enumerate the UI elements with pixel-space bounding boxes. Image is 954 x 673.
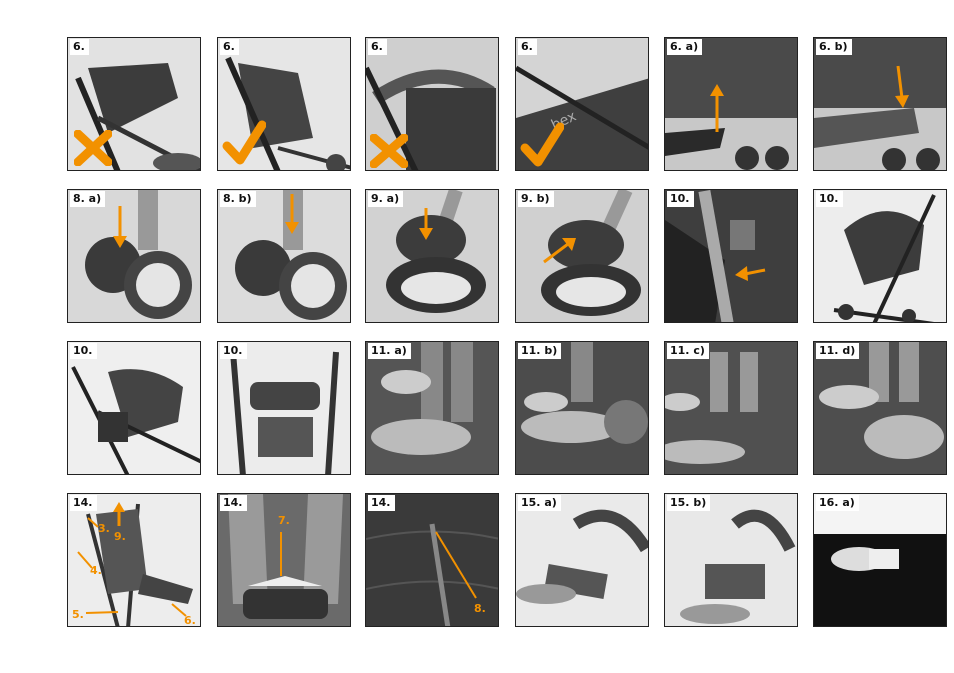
callout-leader-lines [77,502,187,617]
step-label: 8. a) [70,191,106,207]
step-panel-6b-push-brake: 6. b) [813,37,947,171]
foot-brake-photo [665,38,797,170]
step-panel-8a-wheel-lock: 8. a) [67,189,201,323]
check-icon [520,122,564,167]
step-panel-10-hinge: 10. [664,189,798,323]
stroller-bumper-photo [366,38,498,170]
step-panel-6-wrong-canopy: 6. [67,37,201,171]
step-label: 6. [70,39,89,55]
step-panel-11b-harness: 11. b) [515,341,649,475]
step-panel-6a-release-brake: 6. a) [664,37,798,171]
callout-4: 4. [90,564,102,577]
front-wheel-photo [366,190,498,322]
step-panel-10-stroller-front: 10. [217,341,351,475]
harness-hands-photo [366,342,498,474]
step-label: 11. a) [368,343,411,359]
step-label: 9. b) [518,191,554,207]
step-label: 6. [220,39,239,55]
basket-photo [814,494,946,626]
step-panel-9b-remove-wheel: 9. b) [515,189,649,323]
bumper-bar-photo [516,494,648,626]
step-label: 11. d) [816,343,860,359]
step-label: 16. a) [816,495,859,511]
step-panel-14-parts: 14. 3. 9. 4. 5. 6. [67,493,201,627]
harness-hands-photo [665,342,797,474]
step-panel-16a-basket: 16. a) [813,493,947,627]
swivel-wheel-photo [68,190,200,322]
harness-pad-photo [218,494,350,626]
step-label: 11. b) [518,343,562,359]
front-wheel-photo [516,190,648,322]
step-panel-11c-harness: 11. c) [664,341,798,475]
step-panel-15b-bumper: 15. b) [664,493,798,627]
step-panel-10-stroller-rear: 10. [67,341,201,475]
harness-hands-photo [814,342,946,474]
seat-fabric-photo [366,494,498,626]
step-panel-11a-harness: 11. a) [365,341,499,475]
swivel-wheel-photo [218,190,350,322]
arrow-up-right-icon [543,238,576,264]
step-panel-10-stroller: 10. [813,189,947,323]
check-icon [222,120,266,165]
cross-icon [370,134,408,168]
step-label: 10. [667,191,694,207]
step-panel-9a-remove-wheel: 9. a) [365,189,499,323]
step-label: 15. b) [667,495,711,511]
step-panel-8b-wheel-lock: 8. b) [217,189,351,323]
callout-leader-lines [435,531,477,599]
step-panel-14-harness-pad: 14. 7. [217,493,351,627]
step-label: 15. a) [518,495,561,511]
arrow-down-icon [113,206,127,248]
step-label: 6. [518,39,537,55]
step-panel-15a-bumper: 15. a) [515,493,649,627]
arrow-down-icon [895,65,909,108]
callout-6: 6. [184,614,196,627]
arrow-down-icon [285,194,299,234]
arrow-left-icon [735,266,766,281]
arrow-down-icon [419,208,433,240]
callout-8: 8. [474,602,486,615]
callout-9: 9. [114,530,126,543]
step-panel-14-seat-fabric: 14. 8. [365,493,499,627]
frame-hinge-photo [665,190,797,322]
step-label: 6. [368,39,387,55]
step-label: 11. c) [667,343,709,359]
stroller-folded-photo: bex [516,38,648,170]
callout-leader-lines [280,532,282,576]
step-label: 14. [70,495,97,511]
step-label: 9. a) [368,191,404,207]
bumper-bar-photo [665,494,797,626]
step-label: 10. [70,343,97,359]
step-label: 8. b) [220,191,256,207]
step-panel-6-correct-canopy: 6. [217,37,351,171]
harness-hands-photo [516,342,648,474]
step-panel-6-wrong-bumper: 6. [365,37,499,171]
callout-3: 3. [98,522,110,535]
callout-7: 7. [278,514,290,527]
step-label: 6. b) [816,39,852,55]
arrow-up-icon [710,84,724,132]
step-label: 10. [816,191,843,207]
stroller-parts-photo [68,494,200,626]
step-panel-11d-harness: 11. d) [813,341,947,475]
stroller-front-photo [218,342,350,474]
step-label: 10. [220,343,247,359]
foot-brake-photo [814,38,946,170]
stroller-side-photo [814,190,946,322]
cross-icon [74,130,112,166]
callout-5: 5. [72,608,84,621]
step-label: 14. [368,495,395,511]
stroller-rear-photo [68,342,200,474]
step-panel-6-correct-fold: bex 6. [515,37,649,171]
step-label: 14. [220,495,247,511]
step-label: 6. a) [667,39,703,55]
